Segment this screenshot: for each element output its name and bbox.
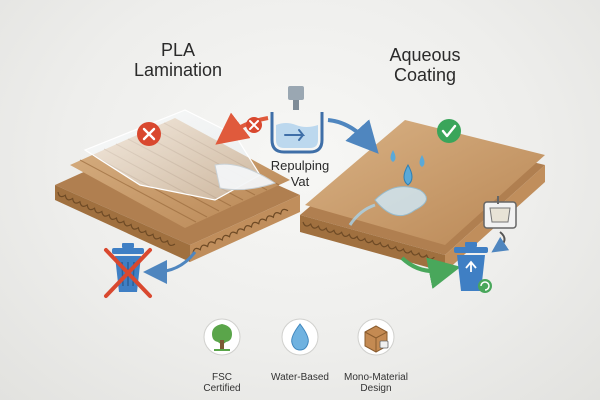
landfill-bin-icon <box>104 243 152 298</box>
cross-icon <box>137 122 161 146</box>
aqueous-title-line1: Aqueous <box>389 45 461 65</box>
landfill-arrow <box>143 251 197 284</box>
pla-title-line2: Lamination <box>133 60 223 80</box>
fsc-label-line2: Certified <box>203 383 241 394</box>
repulping-vat-label: Repulping Vat <box>240 158 360 190</box>
mono-label-line1: Mono-Material <box>344 372 408 383</box>
vat-label-line2: Vat <box>290 174 310 189</box>
corrugation-flutes-right <box>302 221 435 260</box>
aqueous-coating-title: Aqueous Coating <box>365 45 485 85</box>
vat-label-line1: Repulping <box>270 158 330 173</box>
coating-cup-icon <box>483 196 517 229</box>
recycle-arrow <box>400 256 461 289</box>
coating-flow-arrow <box>491 231 510 253</box>
water-droplets <box>348 150 427 226</box>
water-based-label: Water-Based <box>245 372 355 383</box>
accept-arrow <box>327 118 379 154</box>
pla-lamination-title: PLA Lamination <box>118 40 238 80</box>
tree-icon <box>212 324 232 351</box>
mono-label-line2: Design <box>360 383 392 394</box>
water-label-line1: Water-Based <box>271 372 329 383</box>
box-icon <box>364 325 389 353</box>
badge-mono <box>357 318 395 356</box>
recycling-bin-icon <box>454 242 492 293</box>
fsc-label-line1: FSC <box>212 372 232 383</box>
pla-title-line1: PLA <box>160 40 196 60</box>
aqueous-title-line2: Coating <box>393 65 457 85</box>
mono-material-label: Mono-Material Design <box>321 372 431 394</box>
corrugation-flutes-left <box>57 191 289 254</box>
check-icon <box>437 119 461 143</box>
water-drop-icon <box>291 323 309 351</box>
badge-water <box>281 318 319 356</box>
aqueous-coated-board <box>300 120 545 272</box>
fsc-certified-label: FSC Certified <box>167 372 277 394</box>
reject-arrow <box>215 112 269 145</box>
badge-fsc <box>203 318 241 356</box>
repulping-vat-icon <box>270 86 324 154</box>
